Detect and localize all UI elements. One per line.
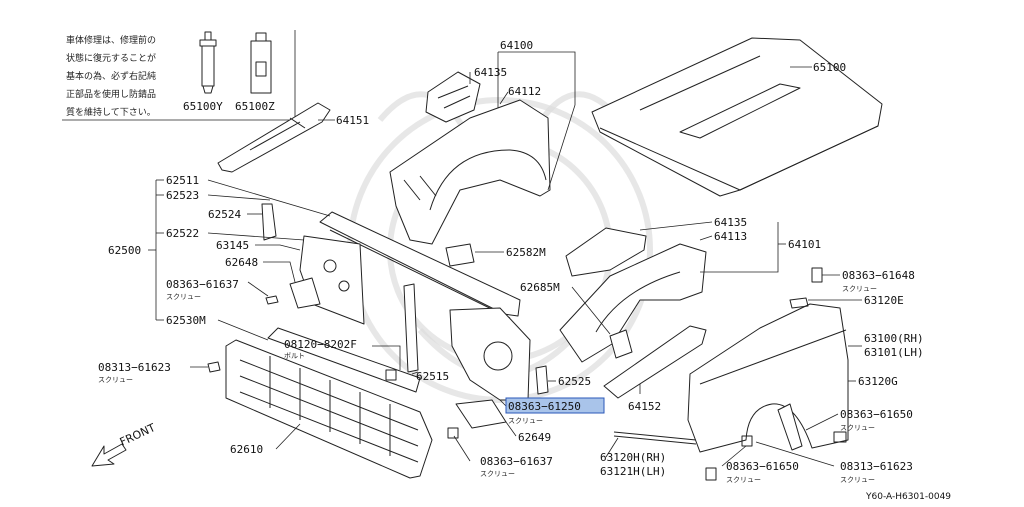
front-label: FRONT <box>118 421 158 449</box>
clip-63120E-shape <box>789 297 809 309</box>
sub-screw-3: スクリュー <box>98 376 133 384</box>
repair-note-box: 車体修理は、修理前の 状態に復元することが 基本の為、必ず右記純 正部品を使用し… <box>62 30 296 121</box>
note-line-4: 正部品を使用し防錆品 <box>66 88 156 100</box>
sub-screw-8: スクリュー <box>840 476 875 484</box>
part-64152-shape <box>603 325 707 399</box>
part-63100-fender-shape <box>687 303 849 453</box>
bolt-08120-8202F-shape <box>385 369 397 381</box>
label-62500: 62500 <box>108 244 141 257</box>
sub-screw-4: スクリュー <box>508 417 543 425</box>
part-62582M-shape <box>445 243 475 267</box>
product-65100Z: 65100Z <box>235 100 275 113</box>
label-64135-top: 64135 <box>474 66 507 79</box>
sub-screw-6: スクリュー <box>480 470 515 478</box>
part-62525-shape <box>535 365 549 395</box>
label-08363-61637-a: 08363−61637 <box>166 278 239 291</box>
front-arrow-icon <box>91 443 127 467</box>
label-08313-61623-b: 08313−61623 <box>840 460 913 473</box>
screw-08363-61637-shape <box>265 295 279 305</box>
label-62511: 62511 <box>166 174 199 187</box>
part-64135-lower-shape <box>565 227 647 277</box>
product-65100Y: 65100Y <box>183 100 223 113</box>
note-line-2: 状態に復元することが <box>66 52 156 64</box>
screw-08363-61648-shape <box>811 267 823 283</box>
leader-lines <box>148 51 862 467</box>
sub-screw-1: スクリュー <box>166 293 201 301</box>
label-64135-lower: 64135 <box>714 216 747 229</box>
label-62649: 62649 <box>518 431 551 444</box>
label-62525: 62525 <box>558 375 591 388</box>
label-08313-61623-a: 08313−61623 <box>98 361 171 374</box>
label-63120E: 63120E <box>864 294 904 307</box>
label-63145: 63145 <box>216 239 249 252</box>
part-64112-shape <box>389 99 551 245</box>
screw-08363-61650-b-shape <box>741 435 753 447</box>
label-63120H-rh: 63120H(RH) <box>600 451 666 464</box>
spray-can-65100Z-icon <box>250 32 272 94</box>
part-62649-shape <box>455 399 507 429</box>
part-64113-shape <box>559 243 707 363</box>
label-62685M: 62685M <box>520 281 560 294</box>
part-62610-grille-shape <box>225 339 433 479</box>
front-direction-indicator: FRONT <box>91 421 158 467</box>
note-line-1: 車体修理は、修理前の <box>66 34 156 46</box>
screw-08363-61650-a-shape <box>833 431 847 443</box>
diagram-reference: Y60-A-H6301-0049 <box>865 492 951 502</box>
part-62648-shape <box>289 277 321 309</box>
label-62582M: 62582M <box>506 246 546 259</box>
label-62610: 62610 <box>230 443 263 456</box>
part-62511-shape <box>319 211 521 317</box>
label-63100-rh: 63100(RH) <box>864 332 924 345</box>
sub-screw-2: スクリュー <box>842 285 877 293</box>
part-labels: 64100 64135 64112 65100 64151 62511 6252… <box>98 39 924 484</box>
part-63120H-shape <box>613 431 697 445</box>
label-64100: 64100 <box>500 39 533 52</box>
label-64101: 64101 <box>788 238 821 251</box>
label-63121H-lh: 63121H(LH) <box>600 465 666 478</box>
screw-08363-61637-b-shape <box>447 427 459 439</box>
part-64151-shape <box>217 102 331 173</box>
label-62648: 62648 <box>225 256 258 269</box>
label-64151: 64151 <box>336 114 369 127</box>
label-65100: 65100 <box>813 61 846 74</box>
label-08363-61648: 08363−61648 <box>842 269 915 282</box>
label-08363-61650-a: 08363−61650 <box>840 408 913 421</box>
label-62523: 62523 <box>166 189 199 202</box>
label-62530M: 62530M <box>166 314 206 327</box>
label-08363-61650-b: 08363−61650 <box>726 460 799 473</box>
note-line-5: 質を維持して下さい。 <box>66 106 156 118</box>
label-63120G: 63120G <box>858 375 898 388</box>
label-62524: 62524 <box>208 208 241 221</box>
label-64152: 64152 <box>628 400 661 413</box>
screw-08313-61623-b-shape <box>705 467 717 481</box>
sub-bolt: ボルト <box>284 352 305 360</box>
part-62685M-shape <box>609 329 633 359</box>
highlight-box <box>505 397 605 414</box>
label-08120-8202F: 08120−8202F <box>284 338 357 351</box>
screw-08313-61623-left-shape <box>207 361 221 373</box>
label-62522: 62522 <box>166 227 199 240</box>
part-63120G-shape <box>777 403 803 451</box>
part-62515-shape <box>403 283 419 373</box>
note-line-3: 基本の為、必ず右記純 <box>66 70 156 82</box>
label-63101-lh: 63101(LH) <box>864 346 924 359</box>
sub-screw-7: スクリュー <box>726 476 761 484</box>
part-62524-shape <box>261 203 277 241</box>
label-08363-61250: 08363−61250 <box>508 400 581 413</box>
sub-screw-5: スクリュー <box>840 424 875 432</box>
part-64135-top-shape <box>425 71 481 123</box>
label-64113: 64113 <box>714 230 747 243</box>
part-62530M-shape <box>267 327 421 393</box>
part-radiator-side-shape <box>449 307 531 401</box>
label-08363-61637-b: 08363−61637 <box>480 455 553 468</box>
label-64112: 64112 <box>508 85 541 98</box>
spray-can-65100Y-icon <box>199 31 217 94</box>
label-62515: 62515 <box>416 370 449 383</box>
